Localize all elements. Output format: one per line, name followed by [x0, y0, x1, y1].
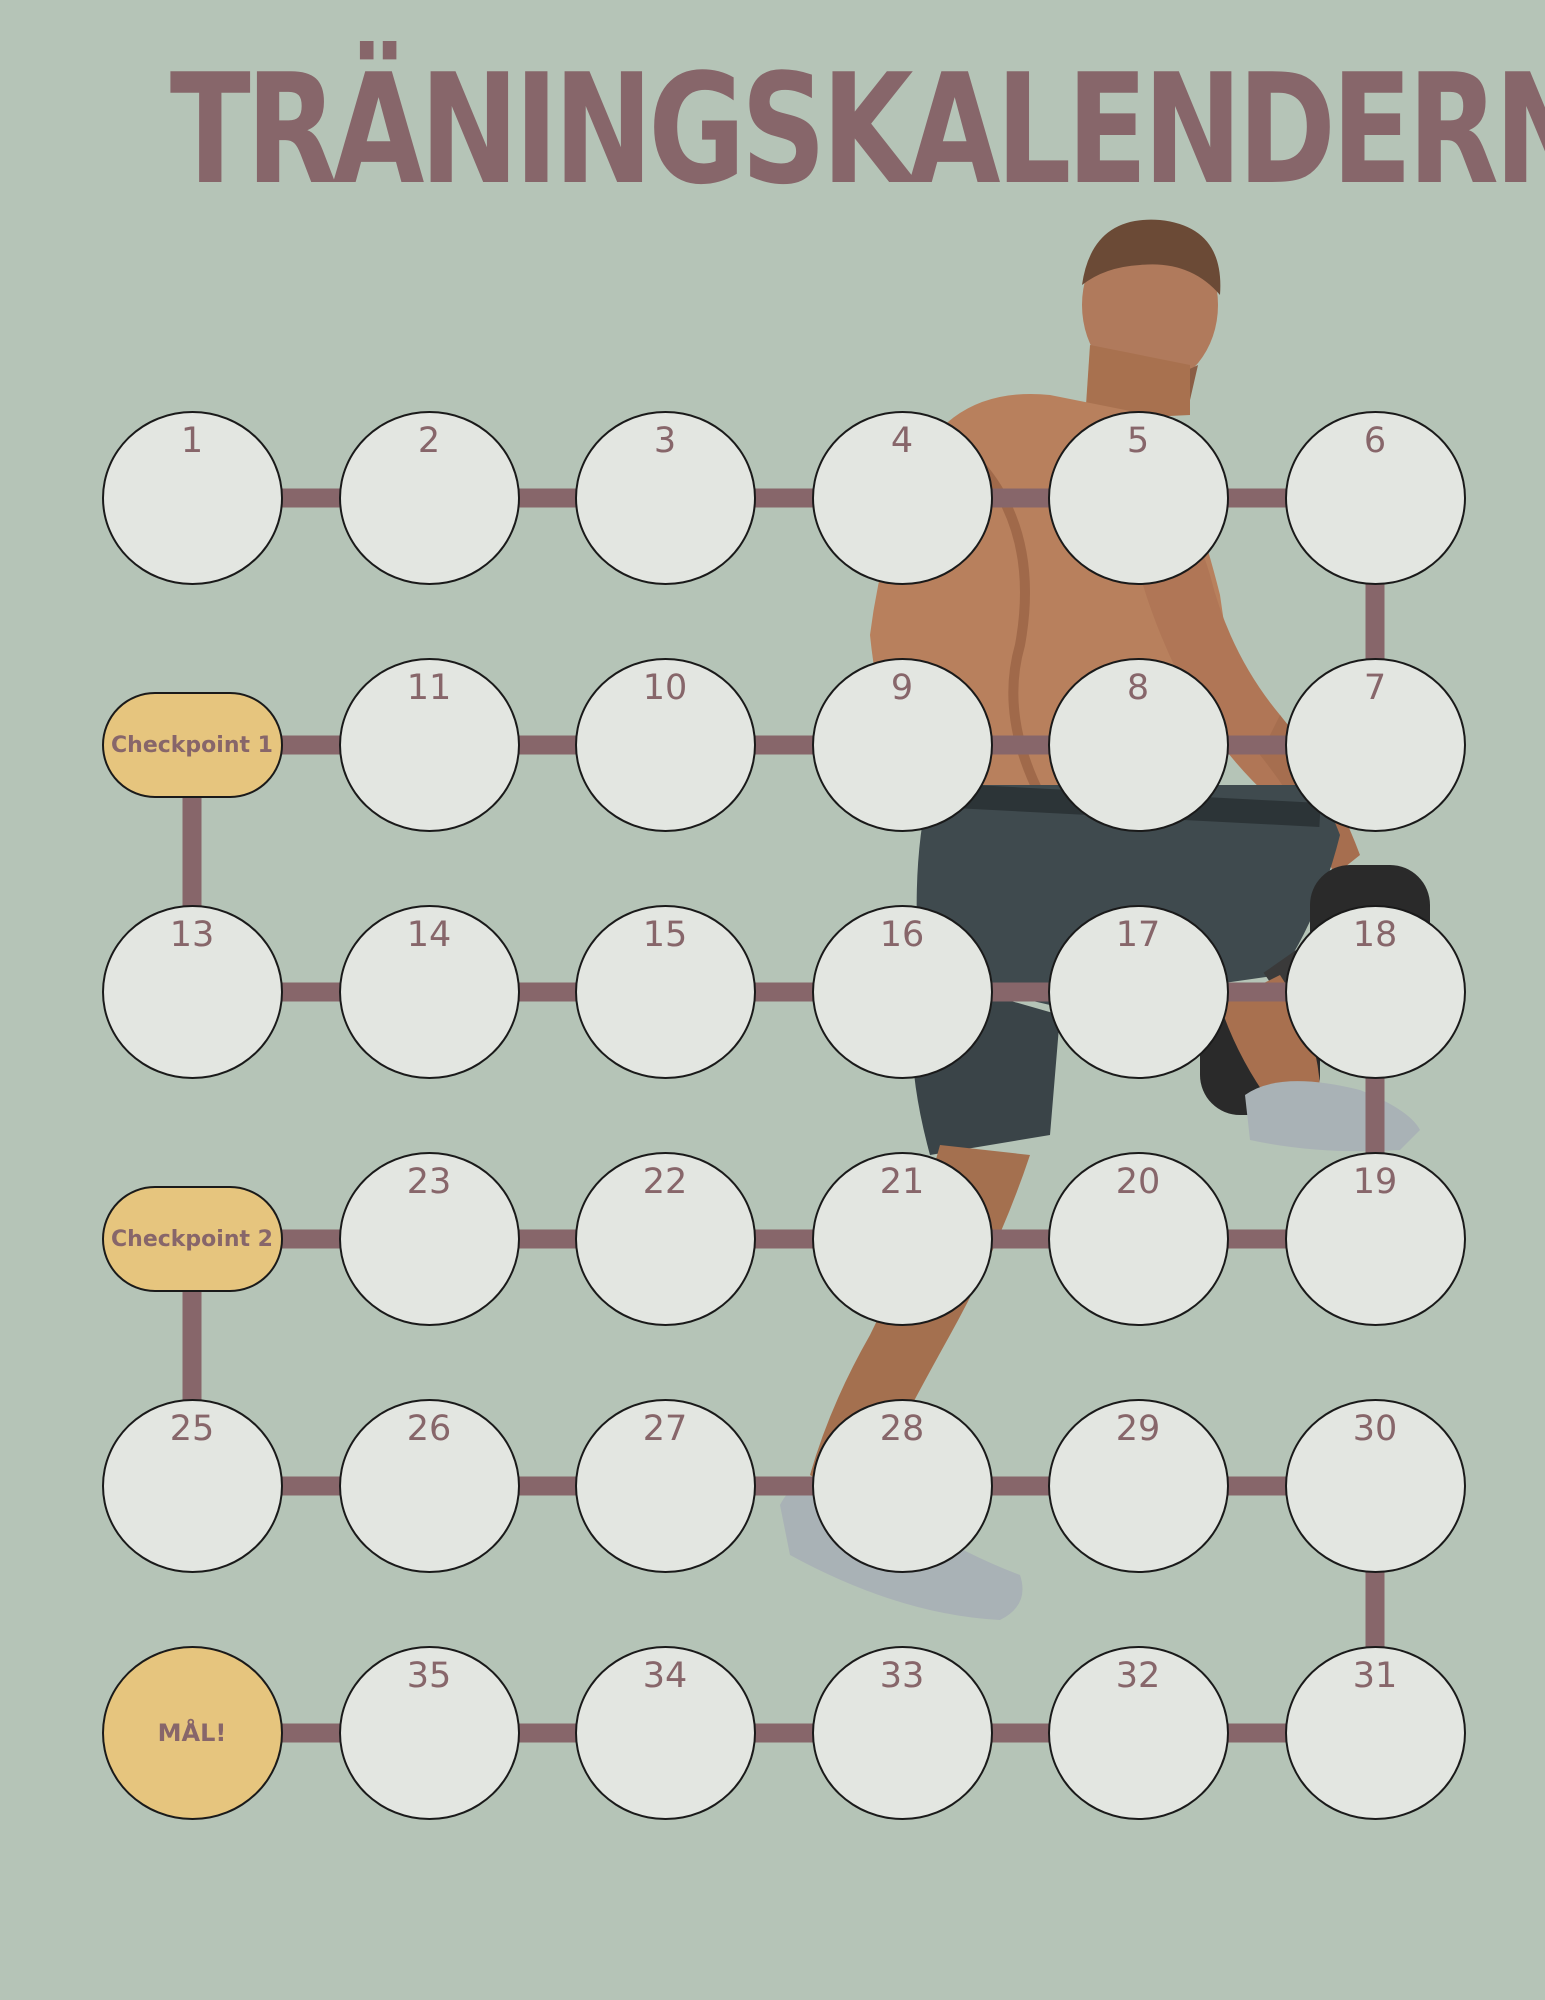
day-circle[interactable]: 14	[338, 905, 520, 1079]
day-circle[interactable]: 19	[1284, 1152, 1466, 1326]
day-number: 25	[169, 1409, 215, 1449]
day-number: 34	[642, 1656, 688, 1696]
day-circle[interactable]: 16	[811, 905, 993, 1079]
day-number: 11	[406, 668, 452, 708]
node-label: Checkpoint 2	[111, 1226, 273, 1252]
day-number: 32	[1115, 1656, 1161, 1696]
page-title: TRÄNINGSKALENDERN	[169, 41, 1545, 218]
day-number: 27	[642, 1409, 688, 1449]
day-number: 2	[417, 421, 441, 461]
day-number: 35	[406, 1656, 452, 1696]
day-number: 18	[1352, 915, 1398, 955]
day-circle[interactable]: 2	[338, 411, 520, 585]
day-circle[interactable]: 25	[101, 1399, 283, 1573]
day-circle[interactable]: 22	[574, 1152, 756, 1326]
day-circle[interactable]: 13	[101, 905, 283, 1079]
day-circle[interactable]: 10	[574, 658, 756, 832]
day-number: 5	[1126, 421, 1150, 461]
day-number: 21	[879, 1162, 925, 1202]
day-circle[interactable]: 21	[811, 1152, 993, 1326]
day-circle[interactable]: 3	[574, 411, 756, 585]
day-number: 31	[1352, 1656, 1398, 1696]
goal-node[interactable]: MÅL!	[101, 1646, 283, 1820]
day-number: 4	[890, 421, 914, 461]
day-circle[interactable]: 35	[338, 1646, 520, 1820]
day-circle[interactable]: 5	[1047, 411, 1229, 585]
day-number: 22	[642, 1162, 688, 1202]
day-number: 23	[406, 1162, 452, 1202]
day-circle[interactable]: 7	[1284, 658, 1466, 832]
day-circle[interactable]: 6	[1284, 411, 1466, 585]
day-number: 20	[1115, 1162, 1161, 1202]
day-circle[interactable]: 29	[1047, 1399, 1229, 1573]
day-number: 7	[1363, 668, 1387, 708]
day-circle[interactable]: 26	[338, 1399, 520, 1573]
day-circle[interactable]: 11	[338, 658, 520, 832]
day-number: 9	[890, 668, 914, 708]
day-number: 26	[406, 1409, 452, 1449]
checkpoint-node[interactable]: Checkpoint 1	[101, 692, 283, 798]
day-circle[interactable]: 33	[811, 1646, 993, 1820]
day-circle[interactable]: 27	[574, 1399, 756, 1573]
day-number: 30	[1352, 1409, 1398, 1449]
day-circle[interactable]: 23	[338, 1152, 520, 1326]
day-number: 19	[1352, 1162, 1398, 1202]
day-number: 29	[1115, 1409, 1161, 1449]
day-circle[interactable]: 15	[574, 905, 756, 1079]
checkpoint-node[interactable]: Checkpoint 2	[101, 1186, 283, 1292]
day-number: 16	[879, 915, 925, 955]
day-number: 6	[1363, 421, 1387, 461]
day-circle[interactable]: 28	[811, 1399, 993, 1573]
day-circle[interactable]: 17	[1047, 905, 1229, 1079]
day-circle[interactable]: 8	[1047, 658, 1229, 832]
day-number: 3	[653, 421, 677, 461]
day-circle[interactable]: 20	[1047, 1152, 1229, 1326]
day-number: 10	[642, 668, 688, 708]
day-circle[interactable]: 34	[574, 1646, 756, 1820]
node-label: MÅL!	[157, 1719, 227, 1747]
day-number: 8	[1126, 668, 1150, 708]
day-circle[interactable]: 32	[1047, 1646, 1229, 1820]
day-circle[interactable]: 18	[1284, 905, 1466, 1079]
day-number: 15	[642, 915, 688, 955]
day-number: 28	[879, 1409, 925, 1449]
day-circle[interactable]: 30	[1284, 1399, 1466, 1573]
day-number: 1	[180, 421, 204, 461]
day-circle[interactable]: 9	[811, 658, 993, 832]
day-circle[interactable]: 4	[811, 411, 993, 585]
day-number: 33	[879, 1656, 925, 1696]
day-circle[interactable]: 1	[101, 411, 283, 585]
node-label: Checkpoint 1	[111, 732, 273, 758]
day-number: 14	[406, 915, 452, 955]
day-number: 13	[169, 915, 215, 955]
day-number: 17	[1115, 915, 1161, 955]
day-circle[interactable]: 31	[1284, 1646, 1466, 1820]
